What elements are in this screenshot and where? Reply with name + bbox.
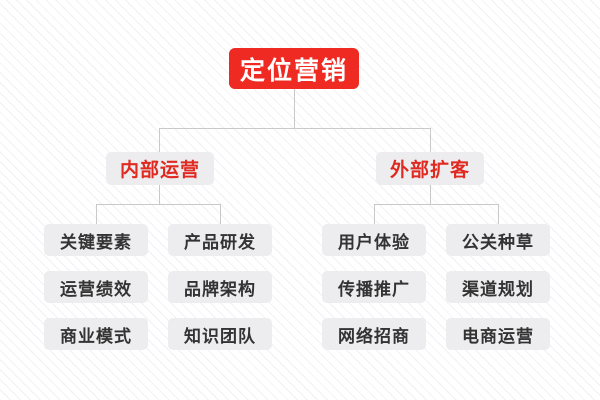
leaf-node[interactable]: 传播推广	[322, 271, 426, 303]
leaf-node[interactable]: 关键要素	[44, 224, 148, 256]
leaf-node[interactable]: 用户体验	[322, 224, 426, 256]
connector-right-col3-drop	[498, 204, 499, 224]
connector-right-col2-drop	[374, 204, 375, 224]
connector-root-stem	[294, 89, 295, 129]
connector-left-col0-drop	[96, 204, 97, 224]
branch-node-internal-operations[interactable]: 内部运营	[106, 152, 214, 185]
connector-left-leaf-bar	[96, 204, 221, 205]
leaf-node[interactable]: 公关种草	[446, 224, 550, 256]
connector-branch-left-drop	[159, 128, 160, 153]
connector-left-branch-stem	[159, 185, 160, 205]
root-node[interactable]: 定位营销	[229, 48, 359, 89]
connector-branch-right-drop	[430, 128, 431, 153]
leaf-node[interactable]: 电商运营	[446, 318, 550, 350]
branch-node-external-expansion[interactable]: 外部扩客	[376, 152, 484, 185]
connector-left-col1-drop	[220, 204, 221, 224]
connector-right-branch-stem	[430, 185, 431, 205]
leaf-node[interactable]: 运营绩效	[44, 271, 148, 303]
leaf-node[interactable]: 品牌架构	[168, 271, 272, 303]
leaf-node[interactable]: 商业模式	[44, 318, 148, 350]
connector-branch-bar	[159, 128, 431, 129]
leaf-node[interactable]: 渠道规划	[446, 271, 550, 303]
leaf-node[interactable]: 网络招商	[322, 318, 426, 350]
leaf-node[interactable]: 产品研发	[168, 224, 272, 256]
leaf-node[interactable]: 知识团队	[168, 318, 272, 350]
connector-right-leaf-bar	[374, 204, 499, 205]
